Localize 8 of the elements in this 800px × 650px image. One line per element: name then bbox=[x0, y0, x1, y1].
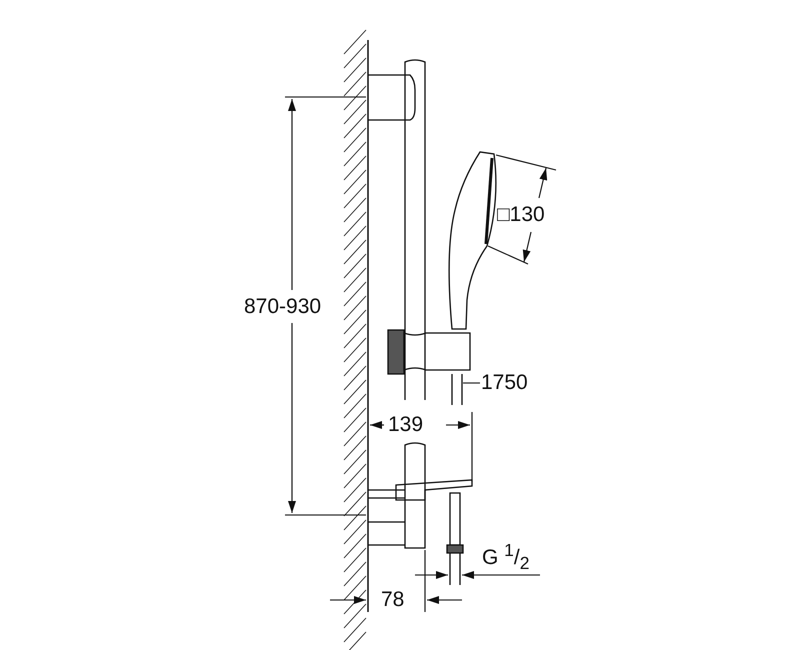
leader-line bbox=[463, 382, 480, 384]
dimension-label: 139 bbox=[388, 413, 424, 437]
dimension-label: 1750 bbox=[481, 371, 528, 395]
dimension-label: 78 bbox=[381, 588, 404, 612]
dimension-label: G $^{1}$/$_{2}$ bbox=[482, 539, 530, 576]
dimension-label: □130 bbox=[497, 203, 545, 227]
dimension-label: 870-930 bbox=[244, 295, 322, 319]
hose-drawing bbox=[451, 373, 463, 406]
